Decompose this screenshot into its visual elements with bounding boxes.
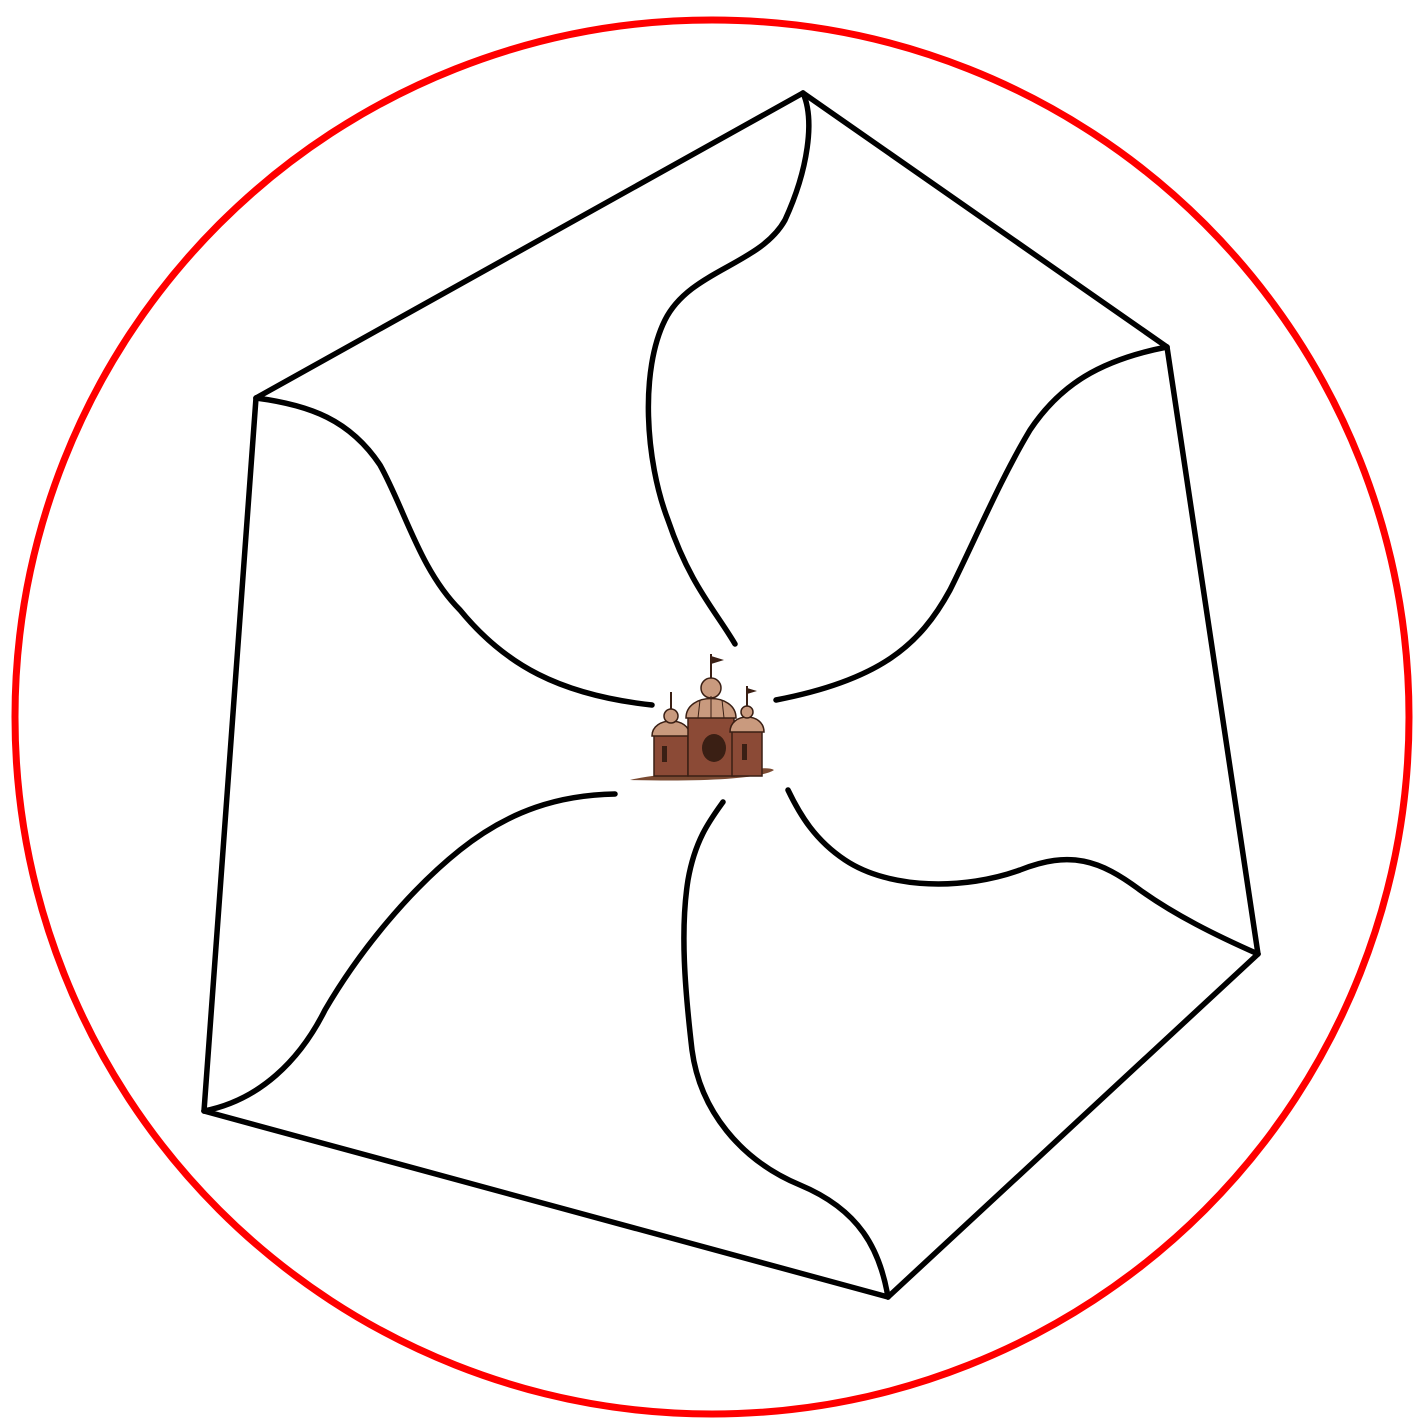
- church-window-left: [662, 746, 667, 762]
- curve-from-bottom-left-vertex: [204, 794, 615, 1111]
- hexagon-edge-top-right: [803, 93, 1167, 347]
- church-right-cupola: [741, 706, 753, 718]
- hexagon-edge-top: [256, 93, 803, 398]
- church-main-flag: [711, 656, 724, 664]
- church-window-right: [742, 744, 747, 760]
- church-left-cupola: [664, 709, 678, 723]
- hexagon-edge-right: [1167, 347, 1258, 954]
- curve-from-top-vertex: [648, 93, 808, 644]
- hexagon-outline: [204, 93, 1258, 1297]
- spiral-curves: [204, 93, 1258, 1297]
- curve-from-top-right-vertex: [776, 347, 1167, 700]
- curve-from-bottom-right-vertex: [684, 802, 888, 1297]
- church-right-flag: [747, 688, 757, 694]
- hexagon-edge-bottom-right: [888, 954, 1258, 1297]
- church-main-cupola: [701, 678, 721, 698]
- church-icon: [630, 654, 774, 781]
- church-door: [702, 734, 726, 762]
- hexagon-edge-bottom: [204, 1111, 888, 1297]
- hexagon-edge-left: [204, 398, 256, 1111]
- church-right-dome: [730, 717, 764, 732]
- church-left-tower: [654, 734, 688, 776]
- curve-from-left-vertex: [256, 398, 652, 705]
- curve-from-right-vertex: [788, 790, 1258, 954]
